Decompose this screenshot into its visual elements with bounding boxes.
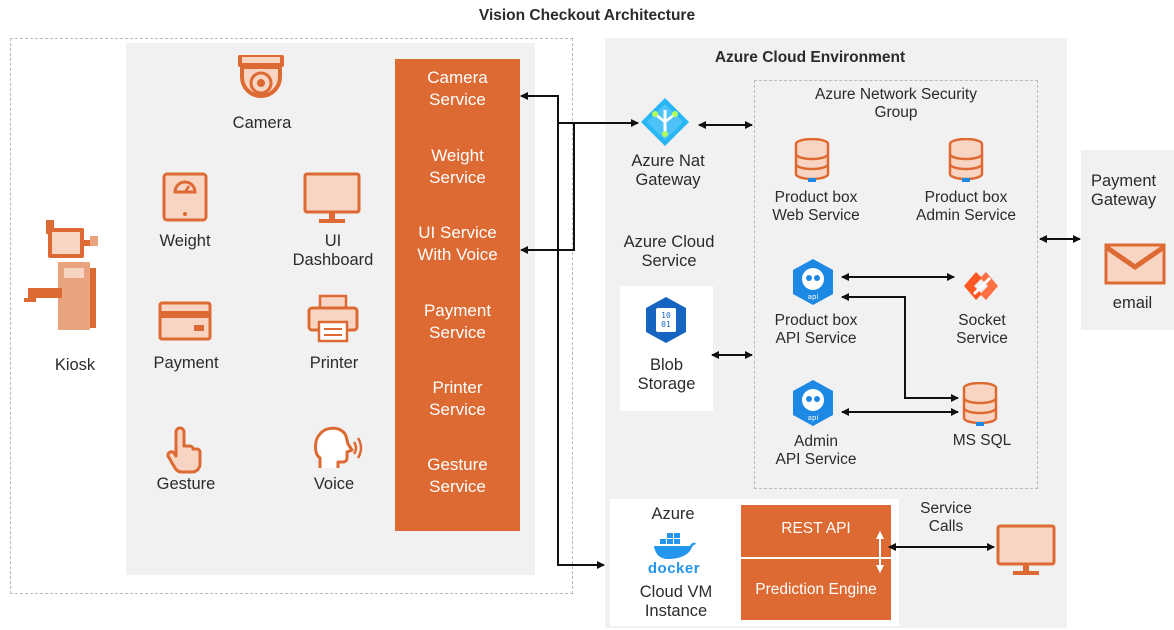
docker-whale-icon: [652, 530, 696, 560]
vm-instance-label: Cloud VM Instance: [639, 583, 713, 621]
vm-azure-label: Azure: [651, 505, 695, 523]
payment-gateway-label: Payment Gateway: [1091, 172, 1157, 210]
weight-scale-icon: [162, 172, 208, 222]
admin-api-label: Admin API Service: [775, 433, 857, 469]
dashboard-monitor-icon: [303, 172, 361, 226]
printer-icon: [306, 294, 360, 344]
rest-api-box: [741, 505, 891, 557]
nat-gateway-label: Azure Nat Gateway: [631, 152, 705, 190]
kiosk-label: Kiosk: [54, 356, 96, 374]
web-service-label: Product box Web Service: [772, 189, 860, 225]
svg-text:api: api: [808, 414, 819, 422]
payment-card-icon: [158, 301, 212, 341]
gesture-label: Gesture: [156, 475, 216, 493]
camera-label: Camera: [232, 114, 292, 132]
service-calls-label: Service Calls: [920, 500, 972, 536]
service-monitor-icon: [996, 524, 1056, 578]
api-service-label: Product box API Service: [774, 312, 858, 348]
gesture-hand-icon: [164, 426, 206, 474]
email-envelope-icon: [1104, 243, 1166, 285]
nsg-title: Azure Network Security Group: [815, 86, 977, 122]
weight-service: Weight Service: [429, 146, 486, 188]
payment-service: Payment Service: [423, 301, 492, 343]
kiosk-icon: [24, 218, 102, 334]
blob-storage-icon: 10 01: [644, 296, 688, 344]
gesture-service: Gesture Service: [427, 455, 488, 497]
diagram-title: Vision Checkout Architecture: [478, 7, 696, 24]
services-column: [395, 59, 520, 531]
printer-label: Printer: [309, 354, 359, 372]
database-icon: [962, 381, 998, 428]
ms-sql-label: MS SQL: [952, 432, 1012, 449]
svg-text:10: 10: [661, 311, 671, 320]
weight-label: Weight: [159, 232, 211, 250]
ui-dashboard-label: UI Dashboard: [292, 232, 374, 270]
rest-api-label: REST API: [781, 520, 851, 537]
azure-environment-title: Azure Cloud Environment: [714, 49, 906, 66]
socket-service-label: Socket Service: [956, 312, 1008, 348]
cloud-service-label: Azure Cloud Service: [623, 233, 715, 271]
printer-service: Printer Service: [429, 378, 486, 420]
email-label: email: [1112, 294, 1153, 312]
svg-text:api: api: [808, 293, 819, 301]
nat-gateway-icon: [639, 96, 691, 148]
payment-gateway-panel: [1081, 150, 1174, 330]
api-icon: api: [788, 378, 838, 428]
api-icon: api: [788, 257, 838, 307]
voice-head-icon: [312, 424, 364, 472]
admin-service-label: Product box Admin Service: [916, 189, 1016, 225]
network-security-group: [754, 80, 1038, 489]
docker-wordmark: docker: [647, 560, 701, 577]
blob-storage-label: Blob Storage: [637, 356, 696, 394]
prediction-engine-label: Prediction Engine: [755, 581, 877, 598]
camera-icon: [234, 53, 288, 105]
voice-label: Voice: [313, 475, 355, 493]
svg-text:01: 01: [661, 320, 671, 329]
payment-label: Payment: [153, 354, 219, 372]
camera-service: Camera Service: [427, 68, 488, 110]
prediction-engine-box: [741, 559, 891, 620]
socket-icon: [960, 266, 1002, 306]
database-icon: [794, 137, 830, 184]
ui-voice-service: UI Service With Voice: [417, 223, 498, 265]
database-icon: [948, 137, 984, 184]
